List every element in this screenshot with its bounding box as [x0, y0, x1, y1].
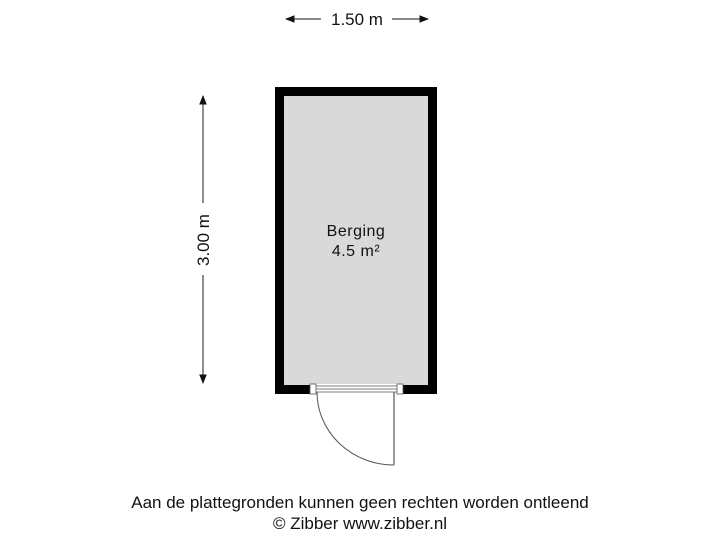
room-floor: [284, 96, 428, 385]
copyright-text: © Zibber www.zibber.nl: [272, 514, 448, 533]
width-dimension: 1.50 m: [285, 10, 429, 29]
room-name: Berging: [327, 223, 386, 240]
door-swing: [316, 391, 395, 466]
height-label: 3.00 m: [194, 214, 213, 266]
disclaimer-text: Aan de plattegronden kunnen geen rechten…: [131, 493, 589, 512]
height-dimension: 3.00 m: [194, 95, 213, 384]
room-area: 4.5 m²: [332, 243, 381, 260]
width-label: 1.50 m: [331, 10, 383, 29]
room-walls: [275, 87, 437, 395]
